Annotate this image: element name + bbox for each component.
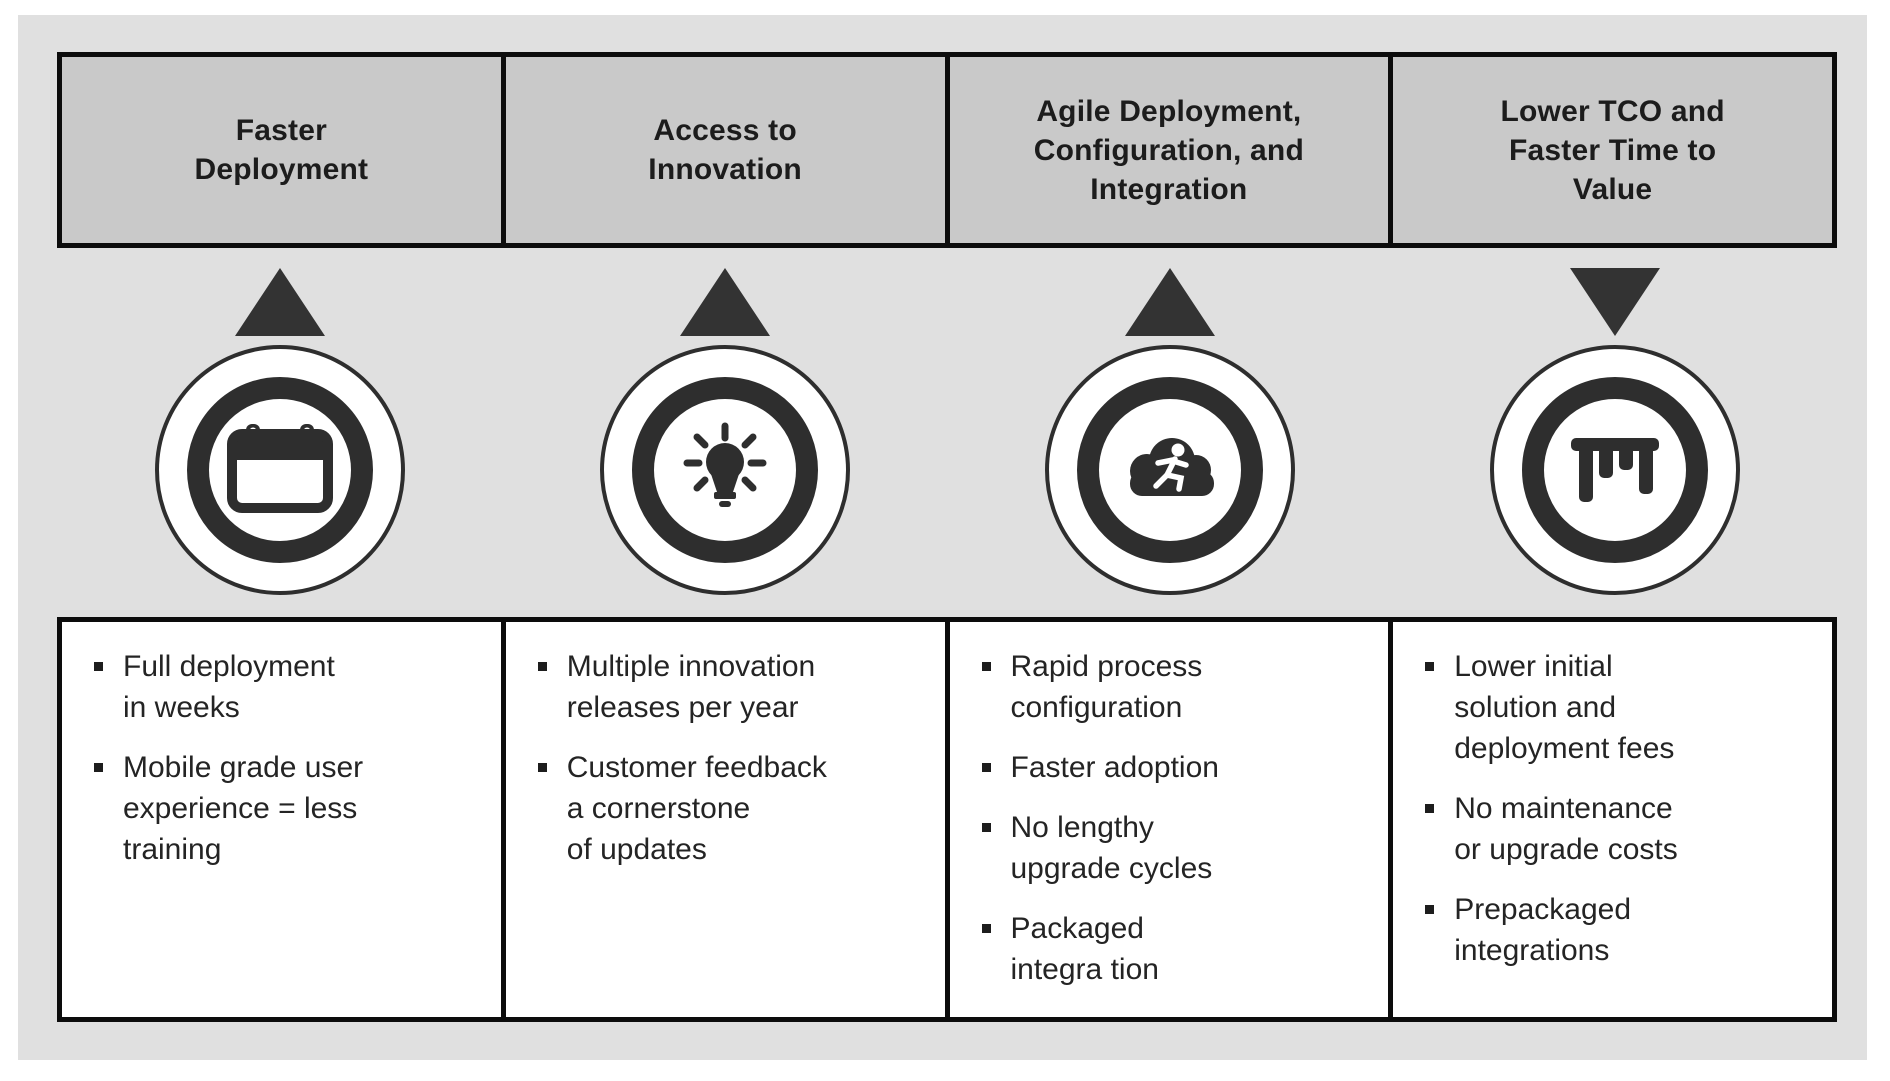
bullet-item: Rapid process configuration: [978, 646, 1377, 728]
lightbulb-bulb: [705, 443, 744, 507]
bullet-list: Full deployment in weeks Mobile grade us…: [90, 646, 489, 870]
header-title: Lower TCO and Faster Time to Value: [1500, 94, 1725, 206]
bullet-list: Rapid process configuration Faster adopt…: [978, 646, 1377, 990]
cloud-running-person-icon: [1044, 345, 1295, 595]
bullets-cell-access-to-innovation: Multiple innovation releases per year Cu…: [505, 622, 945, 1017]
up-triangle-icon: [1124, 268, 1215, 336]
header-cell-agile-deployment: Agile Deployment, Configuration, and Int…: [949, 57, 1389, 243]
bullet-item: Packaged integra tion: [978, 908, 1377, 990]
bullet-text: Full deployment in weeks: [123, 650, 335, 724]
bullet-text: Multiple innovation releases per year: [566, 650, 816, 724]
bullet-item: Multiple innovation releases per year: [534, 646, 933, 728]
bullet-text: Prepackaged integrations: [1454, 893, 1632, 967]
bullets-row: Full deployment in weeks Mobile grade us…: [57, 617, 1837, 1022]
icon-column-lower-tco: [1392, 268, 1837, 596]
bullet-text: Packaged integra tion: [1010, 912, 1159, 986]
bullet-text: Rapid process configuration: [1010, 650, 1203, 724]
up-triangle-icon: [234, 268, 325, 336]
hanging-bar-chart-icon: [1489, 345, 1740, 595]
diagram-canvas: Faster Deployment Access to Innovation A…: [18, 15, 1867, 1060]
header-title: Faster Deployment: [194, 114, 369, 186]
header-title: Access to Innovation: [648, 114, 802, 186]
bullets-cell-faster-deployment: Full deployment in weeks Mobile grade us…: [62, 622, 501, 1017]
bullet-item: No maintenance or upgrade costs: [1421, 788, 1820, 870]
cloud-glyph: [1129, 438, 1214, 496]
bullet-item: Faster adoption: [978, 747, 1377, 788]
lightbulb-glyph: [683, 422, 766, 492]
lightbulb-icon: [599, 345, 850, 595]
down-triangle-icon: [1569, 268, 1660, 336]
bullet-item: Customer feedback a cornerstone of updat…: [534, 747, 933, 870]
bullet-item: Full deployment in weeks: [90, 646, 489, 728]
icon-column-faster-deployment: [57, 268, 502, 596]
up-triangle-icon: [679, 268, 770, 336]
bullet-list: Lower initial solution and deployment fe…: [1421, 646, 1820, 971]
calendar-icon: [154, 345, 405, 595]
bullets-cell-agile-deployment: Rapid process configuration Faster adopt…: [949, 622, 1389, 1017]
bullet-text: Lower initial solution and deployment fe…: [1454, 650, 1675, 765]
bullets-cell-lower-tco: Lower initial solution and deployment fe…: [1393, 622, 1832, 1017]
bullet-text: No lengthy upgrade cycles: [1010, 811, 1213, 885]
bullet-text: Faster adoption: [1010, 751, 1219, 784]
bullet-text: No maintenance or upgrade costs: [1454, 792, 1678, 866]
header-row: Faster Deployment Access to Innovation A…: [57, 52, 1837, 248]
running-person-glyph: [1152, 443, 1189, 492]
bullet-item: Lower initial solution and deployment fe…: [1421, 646, 1820, 769]
bullet-item: Prepackaged integrations: [1421, 889, 1820, 971]
hanging-bars-glyph: [1570, 438, 1659, 502]
header-cell-lower-tco: Lower TCO and Faster Time to Value: [1393, 57, 1832, 243]
header-cell-faster-deployment: Faster Deployment: [62, 57, 501, 243]
icon-column-agile-deployment: [947, 268, 1392, 596]
bullet-text: Customer feedback a cornerstone of updat…: [566, 751, 827, 866]
bullet-text: Mobile grade user experience = less trai…: [123, 751, 364, 866]
icon-row: [57, 268, 1837, 596]
calendar-glyph: [226, 424, 333, 513]
icon-column-access-to-innovation: [502, 268, 947, 596]
bullet-item: Mobile grade user experience = less trai…: [90, 747, 489, 870]
bullet-item: No lengthy upgrade cycles: [978, 807, 1377, 889]
bullet-list: Multiple innovation releases per year Cu…: [534, 646, 933, 870]
header-title: Agile Deployment, Configuration, and Int…: [1033, 94, 1304, 206]
header-cell-access-to-innovation: Access to Innovation: [505, 57, 945, 243]
